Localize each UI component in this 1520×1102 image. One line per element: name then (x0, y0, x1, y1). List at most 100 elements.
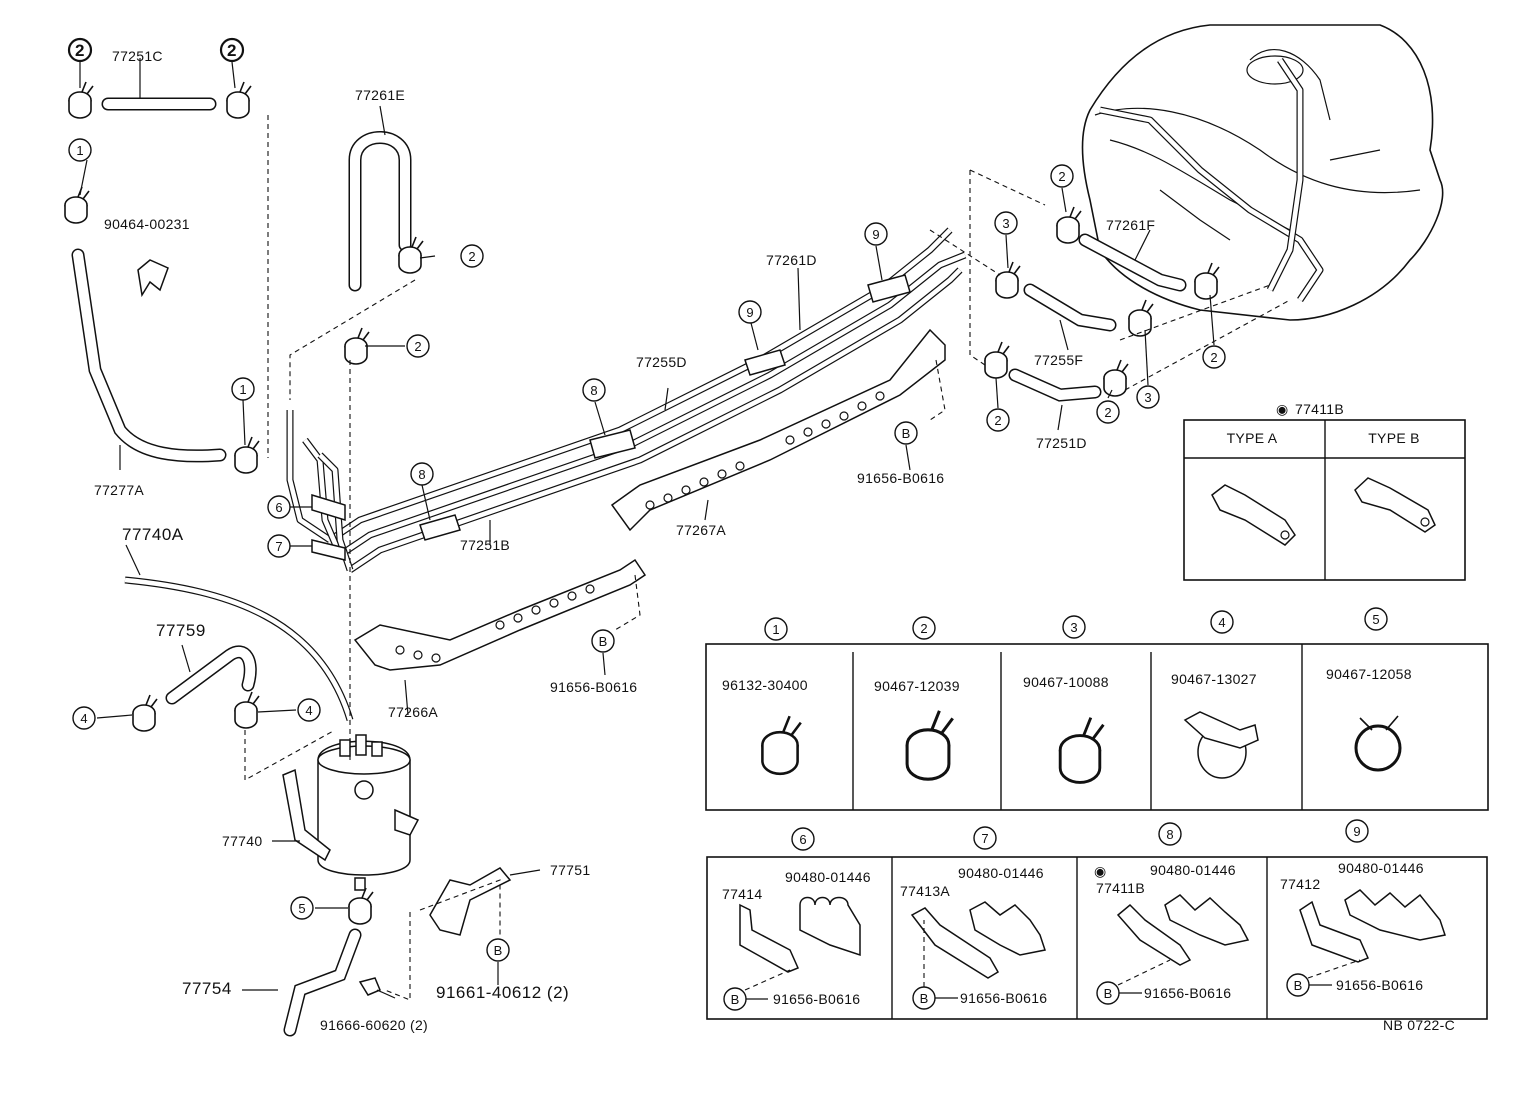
main-fuel-pipes (286, 227, 967, 573)
svg-text:B: B (731, 992, 740, 1007)
type-b-label: TYPE B (1368, 430, 1420, 446)
callout-9: 9 (864, 222, 888, 246)
leader-lines (79, 58, 1215, 991)
hose-77261E (348, 131, 412, 292)
svg-text:77413A: 77413A (900, 883, 950, 899)
dashed-leaders (244, 115, 1291, 1001)
callouts: 2 2 1 2 2 1 6 7 8 8 9 9 4 4 5 B B B 3 2 … (67, 37, 1226, 962)
svg-text:90480-01446: 90480-01446 (1338, 860, 1424, 876)
label-91656-B0616: 91656-B0616 (857, 470, 944, 486)
label-91666-60620: 91666-60620 (2) (320, 1017, 428, 1033)
label-91661-40612: 91661-40612 (2) (436, 983, 569, 1002)
label-77277A: 77277A (94, 482, 144, 498)
callout-B: B (894, 421, 918, 445)
label-77751: 77751 (550, 862, 590, 878)
type-a-label: TYPE A (1227, 430, 1278, 446)
svg-text:7: 7 (981, 831, 988, 846)
svg-text:3: 3 (1070, 620, 1077, 635)
hose-77754 (283, 928, 362, 1037)
type-box-title: 77411B (1295, 401, 1344, 417)
callout-2: 2 (460, 244, 484, 268)
callout-2: 2 (219, 37, 245, 63)
svg-text:4: 4 (1218, 615, 1225, 630)
label-91656-B0616: 91656-B0616 (550, 679, 637, 695)
clip-90464 (137, 259, 169, 298)
svg-text:2: 2 (227, 41, 237, 60)
svg-text:2: 2 (1058, 169, 1065, 184)
bracket-77751 (429, 867, 512, 936)
callout-B: B (486, 938, 510, 962)
svg-text:2: 2 (920, 621, 927, 636)
svg-text:8: 8 (1166, 827, 1173, 842)
svg-text:6: 6 (799, 832, 806, 847)
callout-2: 2 (67, 37, 93, 63)
bracket-77267A (610, 328, 946, 532)
callout-2: 2 (406, 334, 430, 358)
hose-77255F (1023, 283, 1117, 332)
callout-B: B (591, 629, 615, 653)
svg-text:7: 7 (275, 539, 282, 554)
clamp-part-1: 96132-30400 (722, 677, 808, 693)
label-77740: 77740 (222, 833, 262, 849)
svg-text:2: 2 (1104, 405, 1111, 420)
svg-text:9: 9 (746, 305, 753, 320)
clamp-4-drawing (1183, 711, 1259, 779)
svg-text:5: 5 (298, 901, 305, 916)
hose-77759 (165, 645, 257, 705)
callout-3: 3 (994, 211, 1018, 235)
svg-text:91656-B0616: 91656-B0616 (773, 991, 860, 1007)
label-77267A: 77267A (676, 522, 726, 538)
callout-3: 3 (1136, 385, 1160, 409)
svg-text:4: 4 (80, 711, 87, 726)
charcoal-canister (282, 734, 420, 891)
svg-text:B: B (494, 943, 503, 958)
clamp-part-5: 90467-12058 (1326, 666, 1412, 682)
svg-text:6: 6 (275, 500, 282, 515)
svg-text:2: 2 (468, 249, 475, 264)
clamp-part-3: 90467-10088 (1023, 674, 1109, 690)
callout-1: 1 (68, 138, 92, 162)
svg-text:2: 2 (1210, 350, 1217, 365)
bracket-table: 6 7 8 9 90480-01446 77414 B 91656-B0616 … (706, 819, 1488, 1020)
svg-text:77411B: 77411B (1096, 880, 1145, 896)
svg-text:3: 3 (1002, 216, 1009, 231)
type-box-mark: ◉ (1276, 401, 1289, 417)
svg-text:B: B (599, 634, 608, 649)
label-77251D: 77251D (1036, 435, 1087, 451)
callout-4: 4 (72, 706, 96, 730)
svg-text:2: 2 (414, 339, 421, 354)
svg-text:2: 2 (75, 41, 85, 60)
callout-9: 9 (738, 300, 762, 324)
hose-77740A (124, 576, 354, 722)
svg-text:77412: 77412 (1280, 876, 1320, 892)
label-77255D: 77255D (636, 354, 687, 370)
hose-77261F (1078, 233, 1187, 292)
svg-text:1: 1 (772, 622, 779, 637)
clamp-table: 1 2 3 4 5 96132-30400 90467-12039 90467-… (705, 607, 1489, 811)
clamp-5-drawing (1354, 715, 1402, 772)
label-77266A: 77266A (388, 704, 438, 720)
svg-text:B: B (1294, 978, 1303, 993)
svg-text:2: 2 (994, 413, 1001, 428)
clamp-part-4: 90467-13027 (1171, 671, 1257, 687)
callout-6: 6 (267, 495, 291, 519)
callout-2: 2 (986, 408, 1010, 432)
label-77251C: 77251C (112, 48, 163, 64)
svg-text:91656-B0616: 91656-B0616 (1336, 977, 1423, 993)
callout-2: 2 (1050, 164, 1074, 188)
callout-8: 8 (410, 462, 434, 486)
label-77251B: 77251B (460, 537, 510, 553)
callout-5: 5 (290, 896, 314, 920)
callout-1: 1 (231, 377, 255, 401)
svg-text:5: 5 (1372, 612, 1379, 627)
svg-text:8: 8 (590, 383, 597, 398)
svg-text:9: 9 (1353, 824, 1360, 839)
drawing-code: NB 0722-C (1383, 1017, 1455, 1033)
label-77261D: 77261D (766, 252, 817, 268)
svg-text:B: B (1104, 986, 1113, 1001)
callout-8: 8 (582, 378, 606, 402)
svg-text:3: 3 (1144, 390, 1151, 405)
label-90464-00231: 90464-00231 (104, 216, 190, 232)
bracket-8-mark: ◉ (1094, 863, 1107, 879)
